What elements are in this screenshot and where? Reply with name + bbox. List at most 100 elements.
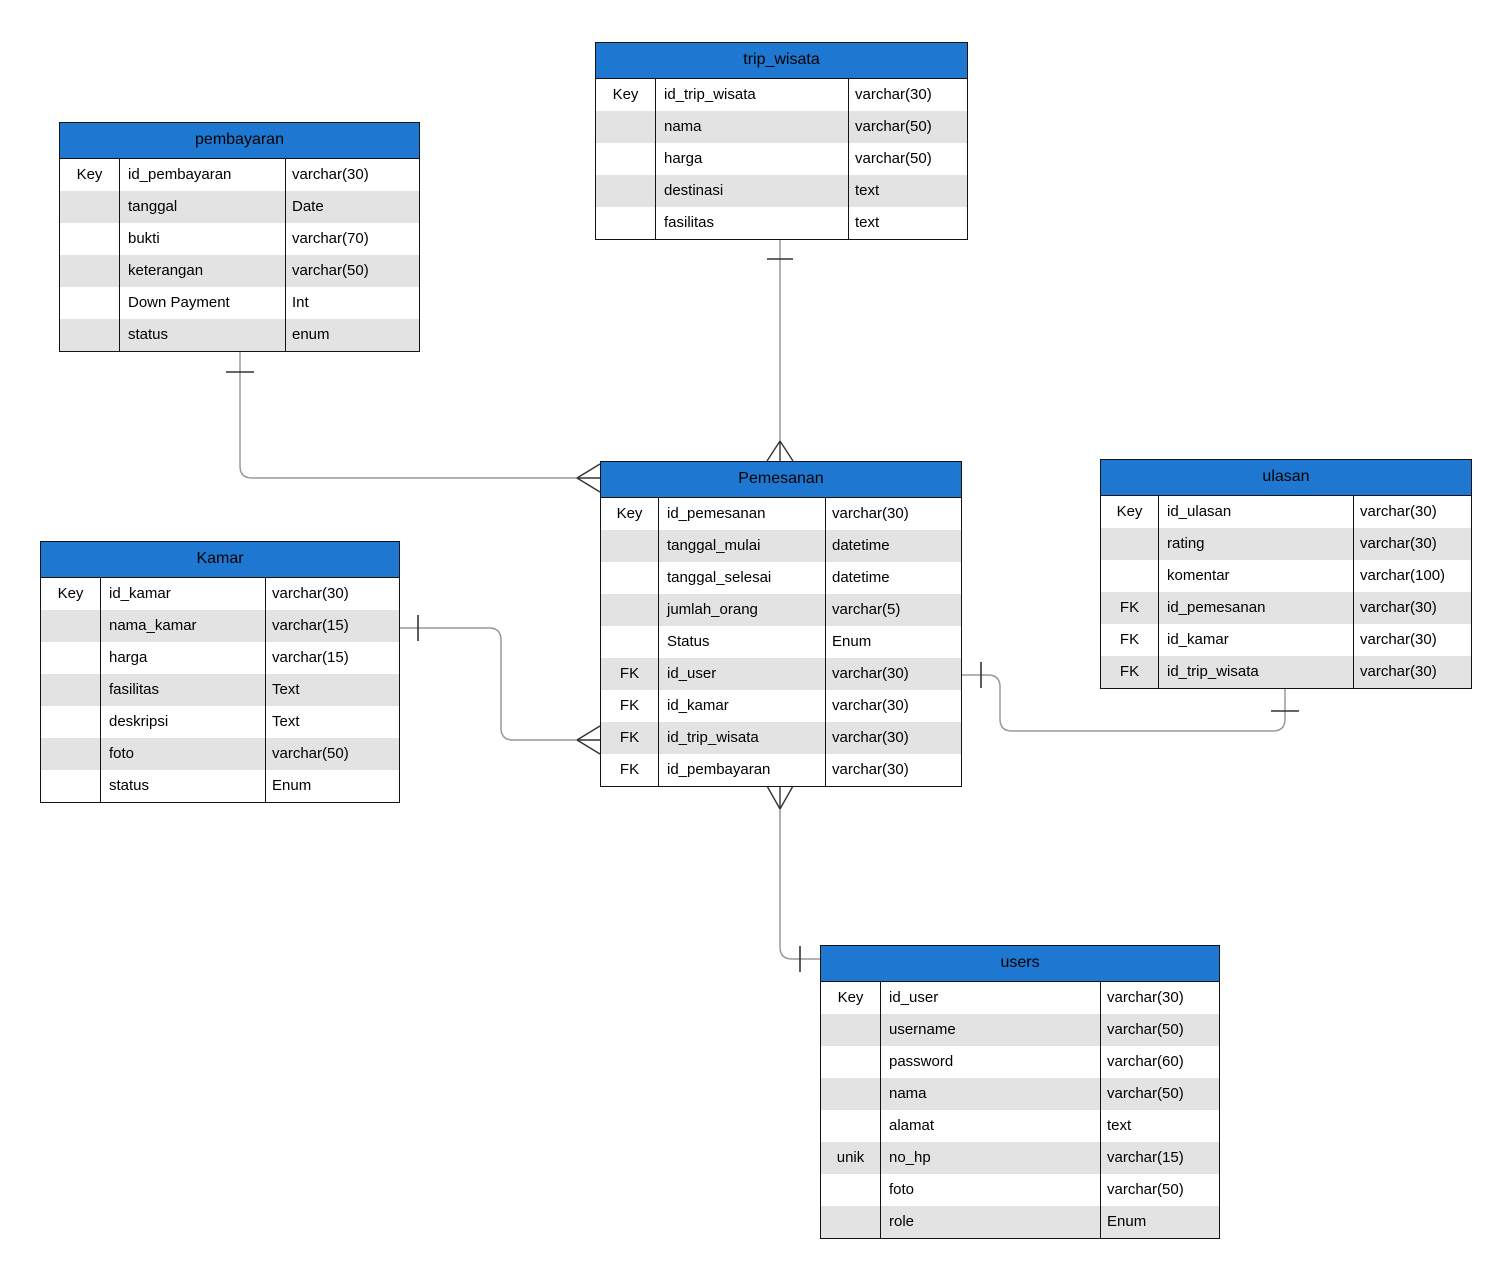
- cardinality-many-crowfoot: [576, 477, 601, 493]
- field-datatype: varchar(30): [1360, 599, 1437, 616]
- field-name: id_user: [881, 982, 1101, 1014]
- field-datatype: varchar(5): [832, 601, 901, 618]
- entity-title: pembayaran: [60, 123, 419, 159]
- connector-kamar-to-pemesanan[interactable]: [400, 615, 601, 755]
- field-name: id_kamar: [659, 690, 826, 722]
- field-key-flag: [821, 1078, 881, 1110]
- field-datatype: text: [855, 182, 880, 199]
- field-key-flag: [601, 626, 659, 658]
- connector-pembayaran-to-pemesanan[interactable]: [226, 350, 601, 493]
- field-name: id_kamar: [101, 578, 266, 610]
- cardinality-many-crowfoot: [779, 785, 794, 810]
- field-datatype: datetime: [832, 537, 890, 554]
- entity-title: users: [821, 946, 1219, 982]
- field-row-role: role Enum: [821, 1206, 1219, 1238]
- cardinality-many-crowfoot: [576, 463, 601, 479]
- field-key-flag: [41, 610, 101, 642]
- field-datatype: varchar(50): [1107, 1181, 1184, 1198]
- field-name: id_pemesanan: [1159, 592, 1354, 624]
- field-name: keterangan: [120, 255, 286, 287]
- field-key-flag: Key: [1101, 496, 1159, 528]
- connector-line: [239, 350, 577, 479]
- field-key-flag: Key: [601, 498, 659, 530]
- connector-trip-wisata-to-pemesanan[interactable]: [766, 238, 794, 462]
- entity-title: Pemesanan: [601, 462, 961, 498]
- cardinality-many-crowfoot: [766, 440, 781, 462]
- field-row-fasilitas: fasilitas text: [596, 207, 967, 239]
- field-name: tanggal_mulai: [659, 530, 826, 562]
- field-datatype: varchar(60): [1107, 1053, 1184, 1070]
- field-datatype: text: [855, 214, 880, 231]
- field-key-flag: [601, 594, 659, 626]
- field-name: rating: [1159, 528, 1354, 560]
- field-name: id_trip_wisata: [1159, 656, 1354, 688]
- field-key-flag: [596, 111, 656, 143]
- field-datatype: varchar(50): [272, 745, 349, 762]
- field-key-flag: [1101, 528, 1159, 560]
- field-key-flag: [821, 1110, 881, 1142]
- field-name: id_pemesanan: [659, 498, 826, 530]
- field-datatype: varchar(30): [855, 86, 932, 103]
- field-name: deskripsi: [101, 706, 266, 738]
- field-key-flag: [41, 706, 101, 738]
- field-name: fasilitas: [656, 207, 849, 239]
- field-datatype: varchar(30): [1360, 631, 1437, 648]
- field-key-flag: [601, 562, 659, 594]
- field-row-down-payment: Down Payment Int: [60, 287, 419, 319]
- field-datatype: varchar(30): [832, 505, 909, 522]
- field-datatype: varchar(50): [1107, 1021, 1184, 1038]
- field-name: bukti: [120, 223, 286, 255]
- field-key-flag: [60, 223, 120, 255]
- field-key-flag: [596, 207, 656, 239]
- field-key-flag: FK: [601, 690, 659, 722]
- field-datatype: varchar(15): [272, 617, 349, 634]
- field-key-flag: [596, 143, 656, 175]
- connector-pemesanan-to-ulasan[interactable]: [962, 662, 1299, 732]
- field-datatype: Enum: [1107, 1213, 1147, 1230]
- field-name: jumlah_orang: [659, 594, 826, 626]
- field-key-flag: FK: [601, 754, 659, 786]
- field-datatype: varchar(15): [272, 649, 349, 666]
- field-key-flag: [41, 738, 101, 770]
- field-datatype: Int: [292, 294, 309, 311]
- field-key-flag: [601, 530, 659, 562]
- connector-pemesanan-to-users[interactable]: [766, 785, 820, 972]
- field-name: role: [881, 1206, 1101, 1238]
- field-name: Down Payment: [120, 287, 286, 319]
- field-name: id_user: [659, 658, 826, 690]
- field-name: password: [881, 1046, 1101, 1078]
- field-datatype: varchar(50): [855, 150, 932, 167]
- field-datatype: varchar(30): [292, 166, 369, 183]
- field-key-flag: FK: [1101, 656, 1159, 688]
- field-key-flag: Key: [821, 982, 881, 1014]
- field-name: nama_kamar: [101, 610, 266, 642]
- field-datatype: varchar(30): [1107, 989, 1184, 1006]
